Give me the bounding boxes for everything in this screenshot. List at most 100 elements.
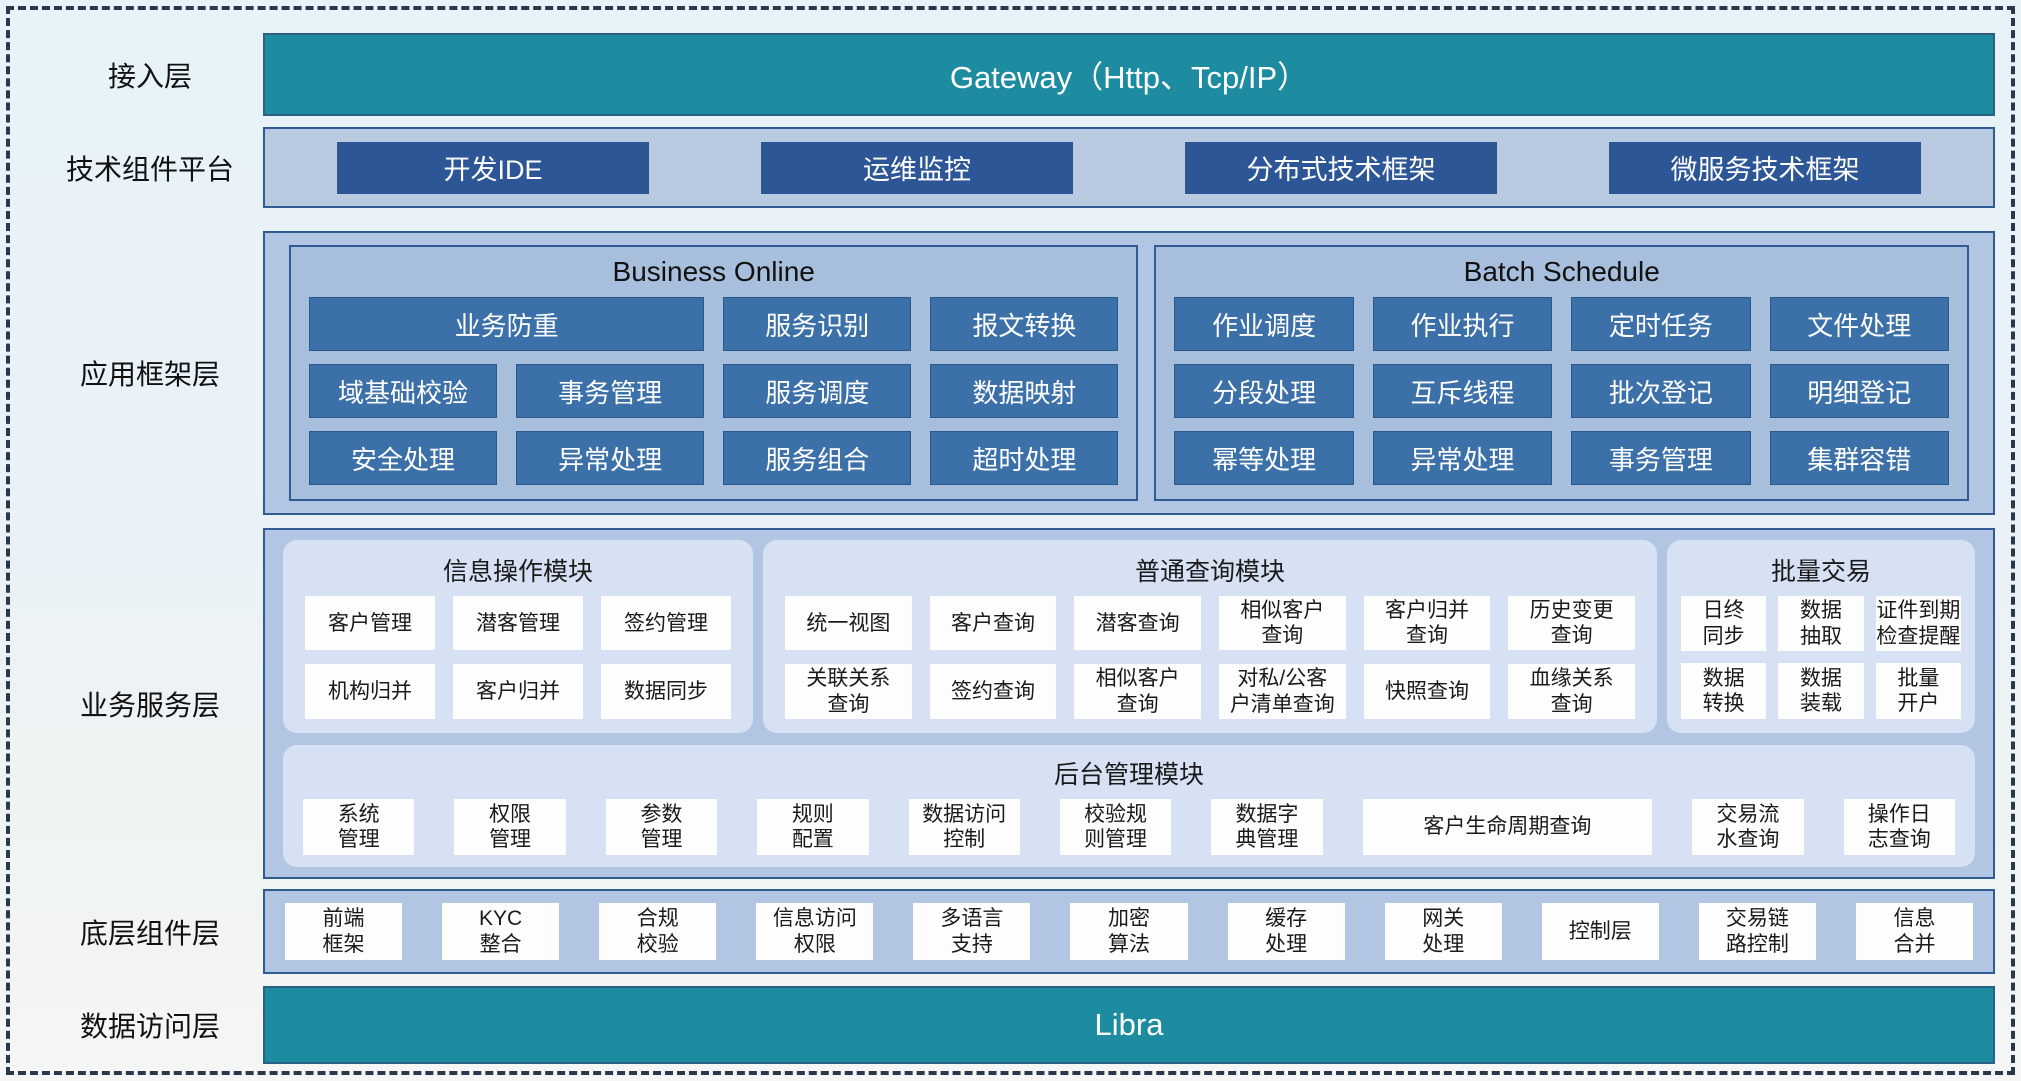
- framework-cell: 异常处理: [516, 431, 705, 485]
- admin-module: 后台管理模块 系统 管理权限 管理参数 管理规则 配置数据访问 控制校验规 则管…: [283, 744, 1975, 867]
- admin-cell: 数据访问 控制: [908, 798, 1020, 855]
- framework-cell: 作业执行: [1372, 297, 1553, 351]
- framework-cell: 幂等处理: [1174, 431, 1354, 485]
- base-component-cell: 信息 合并: [1855, 903, 1974, 960]
- business-service-container: 信息操作模块客户管理潜客管理签约管理机构归并客户归并数据同步普通查询模块统一视图…: [263, 528, 1995, 879]
- framework-cell: 事务管理: [516, 364, 705, 418]
- admin-module-grid: 系统 管理权限 管理参数 管理规则 配置数据访问 控制校验规 则管理数据字 典管…: [303, 798, 1955, 855]
- framework-cell: 服务识别: [723, 297, 912, 351]
- layer-label-data-access: 数据访问层: [79, 1011, 220, 1042]
- framework-cell: 报文转换: [930, 297, 1119, 351]
- service-cell: 快照查询: [1363, 664, 1491, 719]
- framework-cell: 异常处理: [1372, 431, 1553, 485]
- service-cell: 潜客查询: [1074, 596, 1201, 651]
- service-module-title: 信息操作模块: [442, 558, 593, 586]
- gateway-bar: Gateway（Http、Tcp/IP）: [263, 33, 1995, 116]
- admin-cell: 规则 配置: [757, 798, 869, 855]
- base-component-cell: 控制层: [1541, 903, 1659, 960]
- app-framework-container: Business Online 业务防重服务识别报文转换域基础校验事务管理服务调度…: [263, 231, 1995, 515]
- admin-module-title: 后台管理模块: [1053, 760, 1204, 789]
- admin-cell: 权限 管理: [454, 798, 566, 855]
- layer-label-access: 接入层: [107, 60, 192, 92]
- service-cell: 相似客户 查询: [1218, 596, 1346, 651]
- service-module-1: 普通查询模块统一视图客户查询潜客查询相似客户 查询客户归并 查询历史变更 查询关…: [763, 540, 1657, 733]
- service-cell: 关联关系 查询: [785, 664, 912, 719]
- framework-panel-grid: 作业调度作业执行定时任务文件处理分段处理互斥线程批次登记明细登记幂等处理异常处理…: [1174, 297, 1949, 485]
- business-service-modules: 信息操作模块客户管理潜客管理签约管理机构归并客户归并数据同步普通查询模块统一视图…: [283, 540, 1975, 733]
- service-cell: 潜客管理: [453, 596, 583, 651]
- tech-platform-item-0: 开发IDE: [337, 141, 649, 194]
- admin-cell: 客户生命周期查询: [1362, 798, 1653, 855]
- framework-cell: 服务组合: [723, 431, 912, 485]
- framework-cell: 服务调度: [723, 364, 912, 418]
- base-components-row: 前端 框架 KYC 整合合规 校验信息访问 权限多语言 支持加密 算法缓存 处理网…: [263, 889, 1995, 974]
- service-cell: 相似客户 查询: [1074, 664, 1201, 719]
- service-cell: 客户管理: [305, 596, 435, 651]
- service-module-grid: 统一视图客户查询潜客查询相似客户 查询客户归并 查询历史变更 查询关联关系 查询…: [785, 596, 1635, 719]
- service-cell: 数据 转换: [1681, 663, 1767, 719]
- service-cell: 血缘关系 查询: [1508, 664, 1635, 719]
- base-component-cell: 交易链 路控制: [1698, 903, 1816, 960]
- framework-cell: 集群容错: [1769, 431, 1949, 485]
- base-component-cell: 合规 校验: [599, 903, 717, 960]
- tech-platform-item-3: 微服务技术框架: [1609, 141, 1921, 194]
- service-cell: 签约管理: [601, 596, 731, 651]
- service-cell: 日终 同步: [1681, 596, 1767, 652]
- service-cell: 统一视图: [785, 596, 912, 651]
- framework-cell: 业务防重: [309, 297, 705, 351]
- service-cell: 数据同步: [601, 664, 731, 719]
- admin-cell: 校验规 则管理: [1059, 798, 1172, 855]
- framework-cell: 域基础校验: [309, 364, 498, 418]
- service-cell: 历史变更 查询: [1508, 596, 1635, 651]
- admin-cell: 操作日 志查询: [1843, 798, 1955, 855]
- tech-platform-row: 开发IDE 运维监控 分布式技术框架 微服务技术框架: [263, 127, 1995, 208]
- layer-label-business-service: 业务服务层: [79, 689, 220, 721]
- service-module-0: 信息操作模块客户管理潜客管理签约管理机构归并客户归并数据同步: [283, 540, 753, 733]
- framework-panel-title: Batch Schedule: [1463, 256, 1660, 287]
- base-component-cell: 加密 算法: [1070, 903, 1188, 960]
- base-component-cell: 信息访问 权限: [756, 903, 874, 960]
- service-module-grid: 客户管理潜客管理签约管理机构归并客户归并数据同步: [305, 596, 731, 719]
- service-cell: 证件到期 检查提醒: [1875, 596, 1961, 652]
- base-component-cell: 网关 处理: [1384, 903, 1502, 960]
- admin-cell: 参数 管理: [605, 798, 718, 855]
- framework-panel-1: Batch Schedule 作业调度作业执行定时任务文件处理分段处理互斥线程批次…: [1154, 245, 1969, 501]
- framework-cell: 批次登记: [1571, 364, 1751, 418]
- framework-panel-0: Business Online 业务防重服务识别报文转换域基础校验事务管理服务调度…: [289, 245, 1139, 501]
- framework-cell: 明细登记: [1769, 364, 1949, 418]
- tech-platform-item-1: 运维监控: [761, 141, 1073, 194]
- framework-cell: 安全处理: [309, 431, 498, 485]
- service-cell: 客户归并: [453, 664, 583, 719]
- framework-panel-title: Business Online: [612, 256, 815, 287]
- base-component-cell: 多语言 支持: [913, 903, 1031, 960]
- framework-cell: 互斥线程: [1372, 364, 1553, 418]
- service-module-title: 批量交易: [1770, 558, 1871, 586]
- service-cell: 数据 抽取: [1778, 596, 1864, 652]
- service-cell: 对私/公客 户清单查询: [1218, 664, 1346, 719]
- framework-cell: 文件处理: [1769, 297, 1949, 351]
- base-component-cell: KYC 整合: [442, 903, 560, 960]
- framework-cell: 数据映射: [930, 364, 1119, 418]
- framework-panel-grid: 业务防重服务识别报文转换域基础校验事务管理服务调度数据映射安全处理异常处理服务组…: [309, 297, 1119, 485]
- layer-label-tech-platform: 技术组件平台: [65, 153, 234, 185]
- admin-cell: 交易流 水查询: [1692, 798, 1804, 855]
- service-cell: 数据 装载: [1778, 663, 1864, 719]
- admin-cell: 数据字 典管理: [1211, 798, 1323, 855]
- framework-cell: 超时处理: [930, 431, 1119, 485]
- layer-label-base-components: 底层组件层: [79, 917, 220, 949]
- base-component-cell: 前端 框架: [285, 903, 403, 960]
- framework-cell: 作业调度: [1174, 297, 1354, 351]
- service-cell: 机构归并: [305, 664, 435, 719]
- service-module-2: 批量交易日终 同步数据 抽取证件到期 检查提醒数据 转换数据 装载批量 开户: [1667, 540, 1975, 733]
- admin-cell: 系统 管理: [303, 798, 415, 855]
- framework-cell: 定时任务: [1571, 297, 1751, 351]
- tech-platform-item-2: 分布式技术框架: [1185, 141, 1497, 194]
- service-cell: 客户归并 查询: [1363, 596, 1491, 651]
- framework-cell: 分段处理: [1174, 364, 1354, 418]
- service-cell: 批量 开户: [1875, 663, 1961, 719]
- service-cell: 客户查询: [929, 596, 1057, 651]
- base-component-cell: 缓存 处理: [1227, 903, 1345, 960]
- service-module-grid: 日终 同步数据 抽取证件到期 检查提醒数据 转换数据 装载批量 开户: [1681, 596, 1961, 719]
- service-cell: 签约查询: [929, 664, 1057, 719]
